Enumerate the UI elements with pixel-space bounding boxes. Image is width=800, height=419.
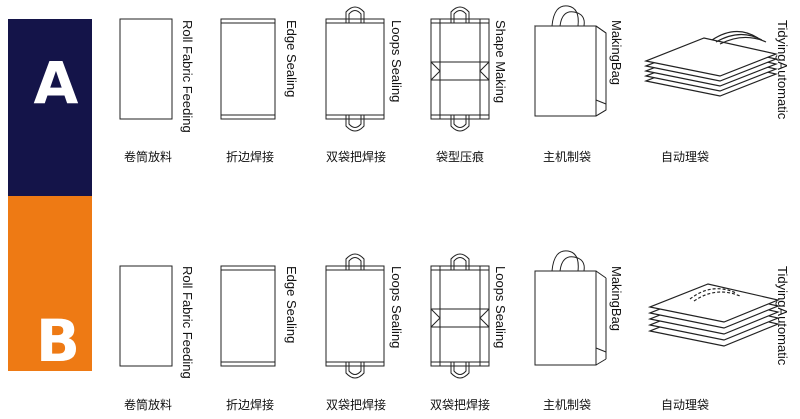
step-label: Loops Sealing <box>389 266 404 348</box>
shape-crease-icon <box>430 253 490 379</box>
row-letter-a: A <box>34 49 79 117</box>
step-label: Shape Making <box>493 20 508 103</box>
row-a-icons <box>119 5 779 132</box>
step-caption: 自动理袋 <box>661 398 709 412</box>
row-b-captions: 卷筒放料 折边焊接 双袋把焊接 双袋把焊接 主机制袋 自动理袋 <box>124 397 709 412</box>
shopping-bag-icon <box>534 250 607 366</box>
bag-stack-icon <box>647 283 780 347</box>
step-label: Loops Sealing <box>493 266 508 348</box>
step-caption: 双袋把焊接 <box>430 397 490 412</box>
step-label: TidyingAutomatic <box>775 20 790 120</box>
step-caption: 主机制袋 <box>543 398 591 412</box>
row-letter-b: B <box>36 307 80 375</box>
step-caption: 袋型压痕 <box>436 149 484 164</box>
step-label: TidyingAutomatic <box>775 266 790 366</box>
step-caption: 卷筒放料 <box>124 149 172 164</box>
step-caption: 自动理袋 <box>661 150 709 164</box>
row-a-labels: Roll Fabric Feeding Edge Sealing Loops S… <box>180 20 790 133</box>
edge-sealed-sheet-icon <box>220 265 276 367</box>
step-label: Edge Sealing <box>284 266 299 343</box>
plain-sheet-icon <box>119 18 173 120</box>
step-label: MakingBag <box>609 20 624 85</box>
step-label: Edge Sealing <box>284 20 299 97</box>
edge-sealed-sheet-icon <box>220 18 276 120</box>
shopping-bag-icon <box>534 5 607 117</box>
step-caption: 卷筒放料 <box>124 397 172 412</box>
shape-crease-icon <box>430 6 490 132</box>
row-b-labels: Roll Fabric Feeding Edge Sealing Loops S… <box>180 266 790 379</box>
loops-sheet-icon <box>325 6 385 132</box>
step-label: Loops Sealing <box>389 20 404 102</box>
step-caption: 双袋把焊接 <box>326 149 386 164</box>
step-caption: 折边焊接 <box>226 397 274 412</box>
row-a-captions: 卷筒放料 折边焊接 双袋把焊接 袋型压痕 主机制袋 自动理袋 <box>124 149 709 164</box>
loops-sheet-icon <box>325 253 385 379</box>
row-b-icons <box>119 250 780 379</box>
step-caption: 折边焊接 <box>226 149 274 164</box>
step-caption: 双袋把焊接 <box>326 397 386 412</box>
band-a <box>8 19 92 196</box>
bag-stack-icon <box>643 30 779 97</box>
step-label: MakingBag <box>609 266 624 331</box>
step-label: Roll Fabric Feeding <box>180 266 195 379</box>
band-b <box>8 196 92 371</box>
step-label: Roll Fabric Feeding <box>180 20 195 133</box>
step-caption: 主机制袋 <box>543 150 591 164</box>
plain-sheet-icon <box>119 265 173 367</box>
